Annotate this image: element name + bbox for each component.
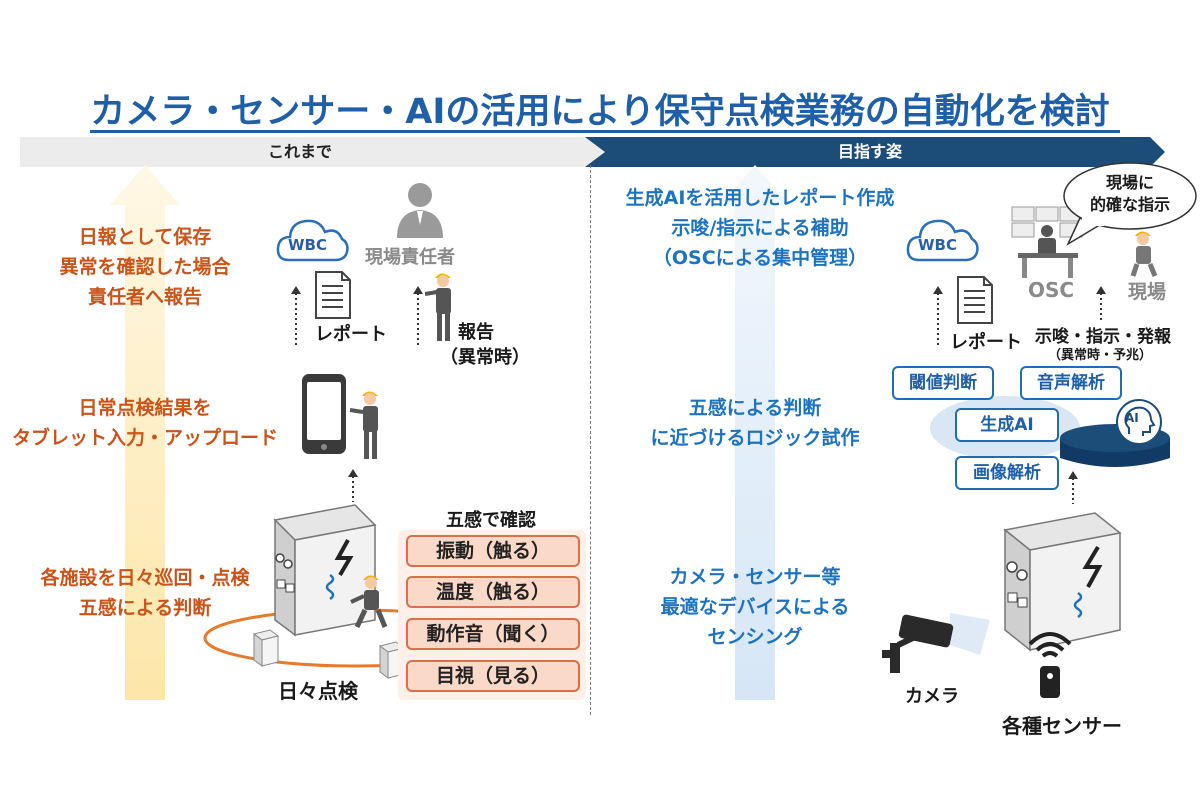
daily-inspection-label: 日々点検 [278, 679, 358, 703]
document-icon [315, 271, 351, 319]
right-step-report-line3: （OSCによる集中管理） [652, 247, 868, 269]
small-equipment-icon [252, 629, 280, 667]
osc-label: OSC [1028, 278, 1075, 302]
audio-analysis-box: 音声解析 [1020, 366, 1122, 400]
right-step-report-line2: 示唆/指示による補助 [671, 217, 849, 239]
instruction-bubble [1063, 162, 1197, 246]
header-right-bar [585, 137, 1165, 167]
left-step-tablet: 日常点検結果を タブレット入力・アップロード [0, 393, 290, 453]
left-step-report-line1: 日報として保存 [78, 226, 212, 248]
senses-title: 五感で確認 [446, 510, 536, 531]
right-step-logic: 五感による判断 に近づけるロジック試作 [600, 393, 910, 453]
tablet-icon [302, 374, 346, 454]
right-cloud-icon [906, 219, 979, 262]
escalate-up-arrow [413, 286, 423, 347]
header-arrows [20, 137, 1165, 167]
person-icon [397, 183, 443, 238]
sense-sound: 動作音（聞く） [406, 618, 580, 650]
left-step-tablet-line2: タブレット入力・アップロード [11, 427, 278, 449]
sensor-label: 各種センサー [1002, 714, 1122, 738]
suggest-note: （異常時・予兆） [1048, 348, 1153, 363]
left-wbc-label: WBC [288, 236, 327, 254]
image-analysis-box: 画像解析 [955, 456, 1059, 490]
right-step-sensing-line3: センシング [707, 626, 803, 648]
right-report-up-arrow [933, 286, 943, 347]
right-progress-arrow [720, 165, 790, 700]
upload-up-arrow [348, 469, 358, 502]
right-equipment-cabinet-icon [1003, 512, 1122, 652]
monitoring-desk-icon [1011, 206, 1083, 278]
ai-head-icon [1116, 399, 1162, 445]
header-right-label: 目指す姿 [837, 142, 902, 161]
sensing-up-arrow [1068, 471, 1078, 504]
right-step-report-line1: 生成AIを活用したレポート作成 [625, 187, 895, 209]
suggest-up-arrow [1096, 286, 1106, 323]
header-left-label: これまで [267, 142, 332, 161]
right-step-report: 生成AIを活用したレポート作成 示唆/指示による補助 （OSCによる集中管理） [595, 183, 925, 273]
title-underline [90, 130, 1120, 133]
report-note-2: （異常時） [440, 347, 530, 368]
site-label: 現場 [1128, 281, 1167, 303]
sense-temperature: 温度（触る） [406, 576, 580, 608]
bubble-line2: 的確な指示 [1089, 195, 1170, 214]
cloud-icon [276, 219, 349, 262]
center-divider [590, 165, 591, 715]
camera-icon [882, 613, 990, 673]
right-step-sensing-line2: 最適なデバイスによる [660, 596, 850, 618]
genai-box: 生成AI [955, 408, 1059, 442]
left-step-report-line2: 異常を確認した場合 [59, 256, 231, 278]
worker-icon [425, 273, 451, 341]
right-report-label: レポート [950, 332, 1022, 353]
header-left-bar [20, 137, 605, 167]
report-up-arrow [291, 286, 301, 347]
wireless-sensor-icon [1028, 632, 1072, 698]
left-report-label: レポート [315, 324, 387, 345]
threshold-box: 閾値判断 [892, 366, 994, 400]
left-step-patrol-line2: 五感による判断 [78, 597, 212, 619]
right-step-sensing: カメラ・センサー等 最適なデバイスによる センシング [600, 562, 910, 652]
left-step-report: 日報として保存 異常を確認した場合 責任者へ報告 [10, 222, 280, 312]
suggest-label: 示唆・指示・発報 [1035, 327, 1171, 347]
left-step-patrol-line1: 各施設を日々巡回・点検 [40, 567, 250, 589]
right-wbc-label: WBC [918, 236, 957, 254]
left-step-patrol: 各施設を日々巡回・点検 五感による判断 [0, 563, 290, 623]
ai-icon-label: AI [1125, 411, 1139, 425]
left-step-report-line3: 責任者へ報告 [87, 286, 202, 308]
sense-visual: 目視（見る） [406, 660, 580, 692]
site-worker-icon [1130, 231, 1158, 277]
bubble-line1: 現場に [1105, 173, 1154, 192]
page-title: カメラ・センサー・AIの活用により保守点検業務の自動化を検討 [90, 92, 1110, 132]
left-progress-arrow [110, 165, 180, 700]
equipment-cabinet-icon [273, 504, 377, 637]
camera-label: カメラ [905, 686, 959, 707]
right-step-logic-line2: に近づけるロジック試作 [650, 427, 860, 449]
report-note-1: 報告 [458, 322, 494, 343]
right-document-icon [957, 276, 993, 324]
right-step-sensing-line1: カメラ・センサー等 [669, 566, 841, 588]
bubble-text: 現場に 的確な指示 [1080, 172, 1180, 216]
tablet-worker-icon [349, 391, 378, 459]
right-step-logic-line1: 五感による判断 [688, 397, 822, 419]
sense-vibration: 振動（触る） [406, 535, 580, 567]
inspecting-worker-icon [350, 575, 388, 629]
left-step-tablet-line1: 日常点検結果を [78, 397, 212, 419]
manager-label: 現場責任者 [365, 247, 455, 268]
